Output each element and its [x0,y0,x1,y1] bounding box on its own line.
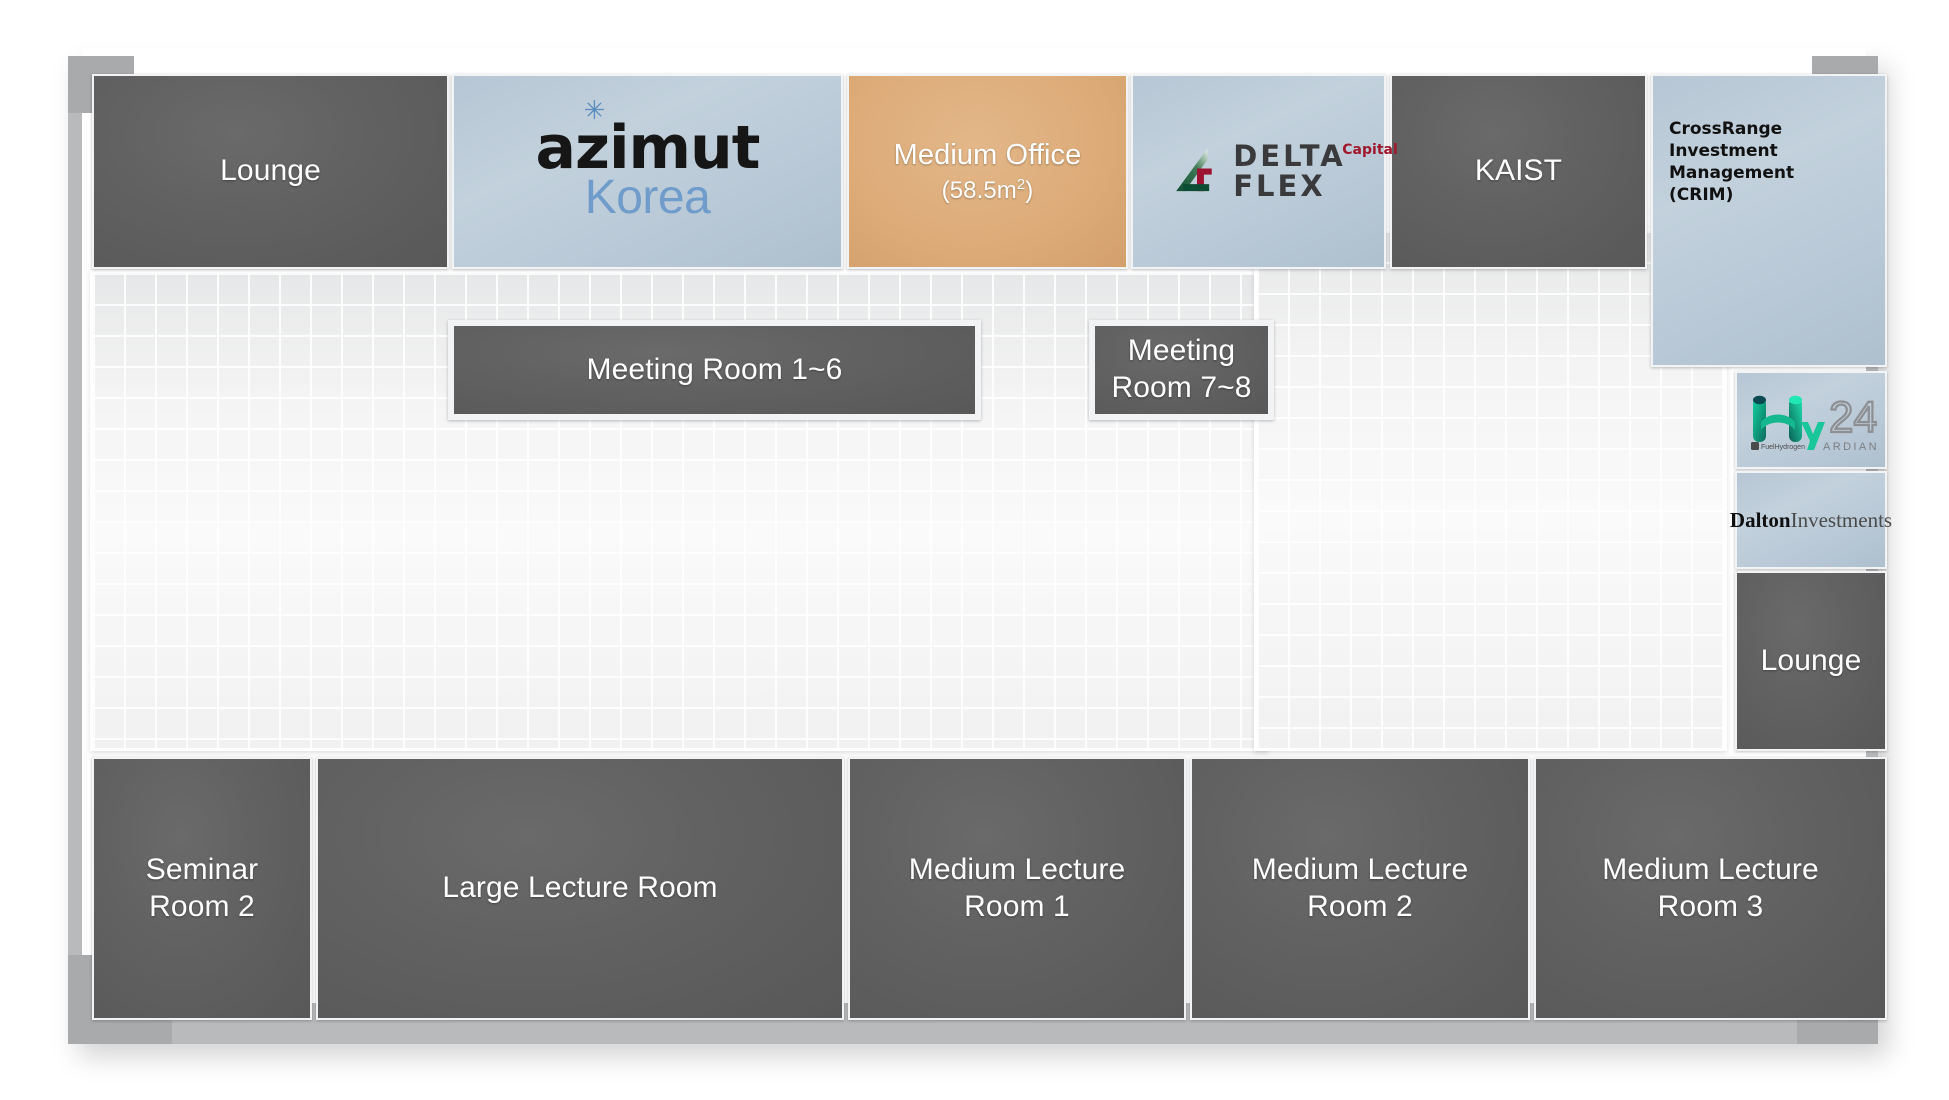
room-label: Medium Lecture Room 1 [909,852,1126,925]
mlr3-line1: Medium Lecture [1602,852,1819,886]
azimut-word-text: azimut [535,112,761,183]
delta-capital-text: Capital [1342,141,1398,158]
room-kaist[interactable]: KAIST [1390,74,1647,269]
meeting-78-line1: Meeting [1127,334,1236,368]
delta-line1: DELTA [1233,138,1346,173]
room-meeting-1-6[interactable]: Meeting Room 1~6 [448,320,981,420]
dalton-bold-text: Dalton [1729,507,1791,532]
room-lounge-right[interactable]: Lounge [1735,571,1887,751]
room-azimut-korea[interactable]: ✳ azimut Korea [452,74,843,269]
room-label: Meeting Room 1~6 [586,352,843,386]
delta-flex-logo: DELTA FLEX Capital [1171,138,1398,203]
crossrange-line3: (CRIM) [1669,185,1734,206]
room-crossrange-investment-management[interactable]: CrossRange Investment Management (CRIM) [1651,74,1887,367]
hy24-ardian-logo: 24 ARDIAN FuelHydrogen [1745,384,1877,456]
medium-office-area: (58.5m2) [941,176,1034,204]
room-label: Lounge [1760,643,1862,677]
dalton-investments-logo: DaltonInvestments [1730,508,1892,533]
seminar2-line1: Seminar [145,852,259,886]
room-label: Medium Lecture Room 3 [1602,852,1819,925]
seminar2-line2: Room 2 [149,889,255,923]
azimut-korea-text: Korea [584,170,711,224]
room-lounge-top-left[interactable]: Lounge [92,74,449,269]
delta-flex-wordmark: DELTA FLEX Capital [1233,138,1398,203]
room-large-lecture-room[interactable]: Large Lecture Room [316,757,844,1020]
delta-flex-mark-icon [1176,148,1212,191]
mlr1-line1: Medium Lecture [908,852,1126,886]
room-medium-lecture-2[interactable]: Medium Lecture Room 2 [1190,757,1530,1020]
mlr3-line2: Room 3 [1657,889,1764,923]
crossrange-line1: CrossRange [1669,119,1783,139]
room-label: Lounge [220,154,321,188]
open-floor-corridor-right [1254,228,1727,751]
room-medium-office[interactable]: Medium Office (58.5m2) [847,74,1128,269]
room-medium-lecture-3[interactable]: Medium Lecture Room 3 [1534,757,1887,1020]
svg-text:FuelHydrogen: FuelHydrogen [1761,444,1805,451]
room-label: KAIST [1474,154,1563,188]
hy24-mark-icon: 24 ARDIAN FuelHydrogen [1751,392,1877,453]
meeting-78-line2: Room 7~8 [1111,371,1252,404]
room-seminar-room-2[interactable]: Seminar Room 2 [92,757,312,1020]
room-label: Meeting Room 7~8 [1111,333,1251,406]
room-label: Large Lecture Room [442,871,718,905]
medium-office-title: Medium Office [893,139,1082,172]
mlr2-line2: Room 2 [1307,889,1413,923]
room-delta-flex-capital[interactable]: DELTA FLEX Capital [1131,74,1398,269]
svg-text:24: 24 [1829,393,1877,442]
delta-line2: FLEX [1233,168,1326,203]
open-floor-corridor-left [90,270,1269,751]
azimut-star-icon: ✳ [583,95,606,126]
room-dalton-investments[interactable]: DaltonInvestments [1730,471,1892,569]
svg-text:ARDIAN: ARDIAN [1823,441,1877,453]
mlr2-line1: Medium Lecture [1251,852,1469,886]
azimut-korea-logo: ✳ azimut Korea [536,98,761,224]
room-hy24-ardian[interactable]: 24 ARDIAN FuelHydrogen [1735,371,1887,469]
room-medium-lecture-1[interactable]: Medium Lecture Room 1 [848,757,1186,1020]
crossrange-label: CrossRange Investment Management (CRIM) [1653,118,1885,206]
room-label: Medium Office (58.5m2) [894,138,1082,205]
room-label: Medium Lecture Room 2 [1252,852,1469,925]
mlr1-line2: Room 1 [964,889,1070,923]
crossrange-line2: Investment Management [1669,141,1795,184]
room-label: Seminar Room 2 [146,852,258,925]
room-meeting-7-8[interactable]: Meeting Room 7~8 [1089,320,1274,420]
azimut-wordmark: ✳ azimut [536,98,761,178]
dalton-regular-text: Investments [1790,507,1893,532]
